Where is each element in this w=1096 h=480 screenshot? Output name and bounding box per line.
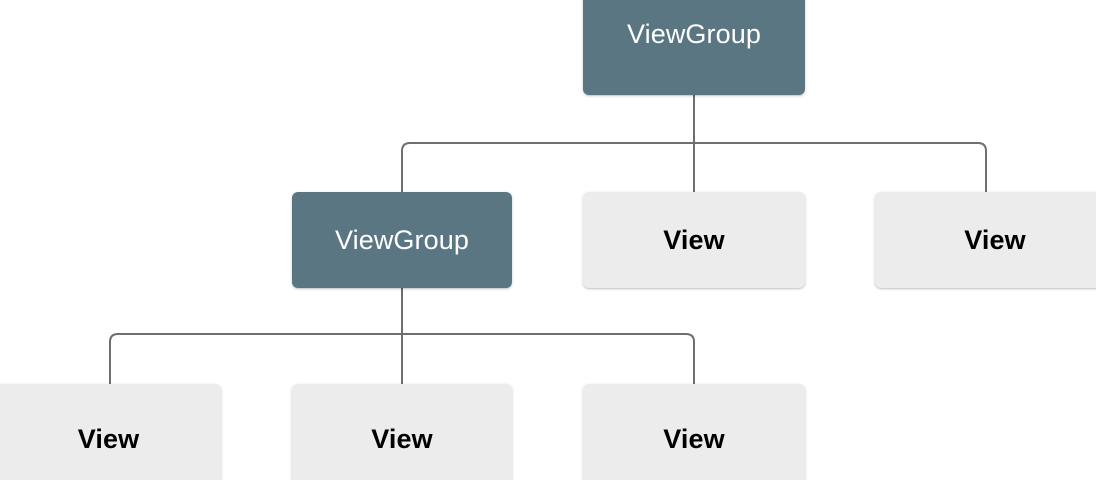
node-level2-viewgroup[interactable]: ViewGroup (292, 192, 512, 288)
node-level3-view-1[interactable]: View (0, 384, 221, 480)
node-label: View (663, 224, 725, 255)
node-label: ViewGroup (627, 19, 761, 49)
node-level2-view-2[interactable]: View (875, 192, 1096, 288)
node-label: View (964, 224, 1026, 255)
node-label: View (663, 423, 725, 454)
node-label: View (77, 423, 140, 454)
node-level3-view-2[interactable]: View (292, 384, 512, 480)
node-level2-view-1[interactable]: View (583, 192, 805, 288)
node-level3-view-3[interactable]: View (583, 384, 805, 480)
edge-bus-level-3 (109, 333, 695, 388)
node-label: ViewGroup (335, 224, 469, 255)
node-root-viewgroup[interactable]: ViewGroup (583, 0, 805, 95)
node-label: View (371, 423, 433, 454)
edge-bus-level-2 (401, 142, 987, 196)
